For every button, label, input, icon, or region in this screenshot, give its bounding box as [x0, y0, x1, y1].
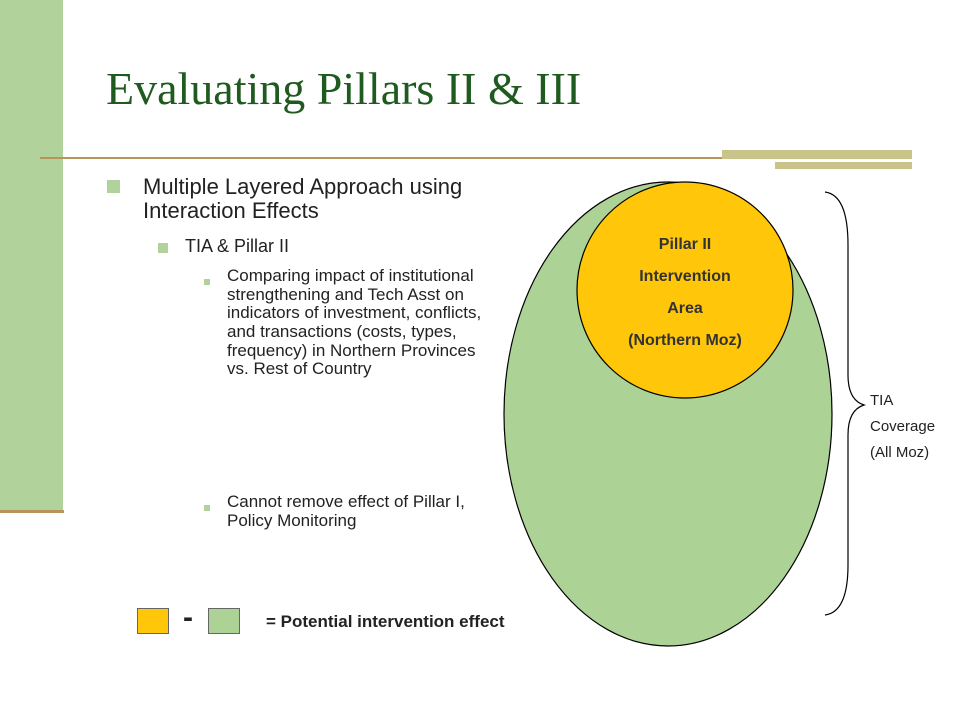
bullet-marker-l3: [204, 505, 210, 511]
pillar-ii-circle: [576, 181, 794, 399]
pillar-ii-label-line: (Northern Moz): [628, 332, 742, 349]
bullet-level3-text-a: Comparing impact of institutional streng…: [227, 266, 482, 379]
bullet-marker-l2: [158, 243, 168, 253]
tia-coverage-brace: [824, 191, 867, 616]
tia-label-line: TIA: [870, 392, 894, 409]
legend-green-swatch: [208, 608, 240, 634]
tia-label-line: Coverage: [870, 418, 936, 435]
legend-yellow-swatch: [137, 608, 169, 634]
pillar-ii-label: Pillar II Intervention Area (Northern Mo…: [585, 229, 785, 357]
legend-minus-sign: -: [183, 601, 193, 634]
slide-title: Evaluating Pillars II & III: [106, 63, 582, 114]
bullet-level3-text-b: Cannot remove effect of Pillar I, Policy…: [227, 492, 465, 530]
left-accent-bar: [0, 0, 63, 512]
left-accent-rule: [0, 510, 64, 513]
decorative-block-lower: [775, 162, 912, 169]
pillar-ii-label-line: Intervention: [639, 268, 731, 285]
legend-text: = Potential intervention effect: [266, 612, 505, 631]
title-underline: [40, 157, 912, 159]
bullet-level2-text: TIA & Pillar II: [185, 236, 290, 256]
pillar-ii-label-line: Pillar II: [658, 236, 712, 253]
bullet-marker-l1: [107, 180, 120, 193]
decorative-block: [722, 150, 912, 159]
pillar-ii-label-line: Area: [667, 300, 703, 317]
tia-coverage-label: TIA Coverage (All Moz): [870, 388, 935, 466]
tia-label-line: (All Moz): [870, 444, 930, 461]
bullet-marker-l3: [204, 279, 210, 285]
bullet-level1-text: Multiple Layered Approach using Interact…: [143, 174, 463, 224]
